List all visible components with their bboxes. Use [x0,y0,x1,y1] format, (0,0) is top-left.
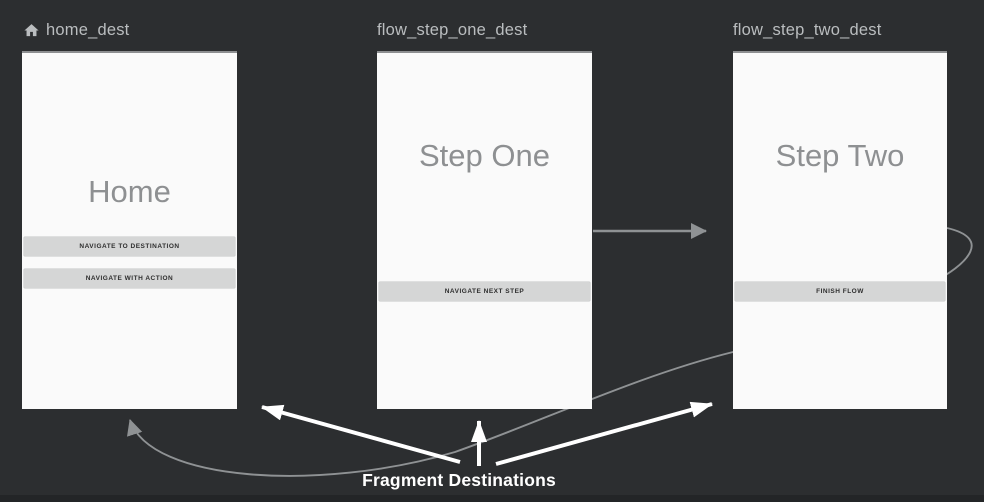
preview-button-navigate-to-destination: NAVIGATE TO DESTINATION [24,237,235,256]
preview-button-finish-flow: FINISH FLOW [735,282,945,301]
preview-button-navigate-next-step: NAVIGATE NEXT STEP [379,282,590,301]
destination-header-flow-step-two[interactable]: flow_step_two_dest [733,19,882,41]
home-icon [24,23,39,36]
screen-title: Step Two [775,138,905,173]
bottom-bar [0,495,984,502]
destination-flow-step-two[interactable]: Step Two FINISH FLOW [733,51,947,409]
preview-button-navigate-with-action: NAVIGATE WITH ACTION [24,269,235,288]
destination-label: flow_step_one_dest [377,20,528,39]
destination-home[interactable]: Home NAVIGATE TO DESTINATION NAVIGATE WI… [22,51,237,409]
destination-header-flow-step-one[interactable]: flow_step_one_dest [377,19,527,41]
annotation-label: Fragment Destinations [362,470,556,490]
screen-title: Step One [419,138,550,173]
destination-label: home_dest [46,20,130,39]
screen-title: Home [88,174,171,209]
destination-label: flow_step_two_dest [733,20,882,39]
destination-header-home[interactable]: home_dest [23,19,129,41]
destination-flow-step-one[interactable]: Step One NAVIGATE NEXT STEP [377,51,592,409]
